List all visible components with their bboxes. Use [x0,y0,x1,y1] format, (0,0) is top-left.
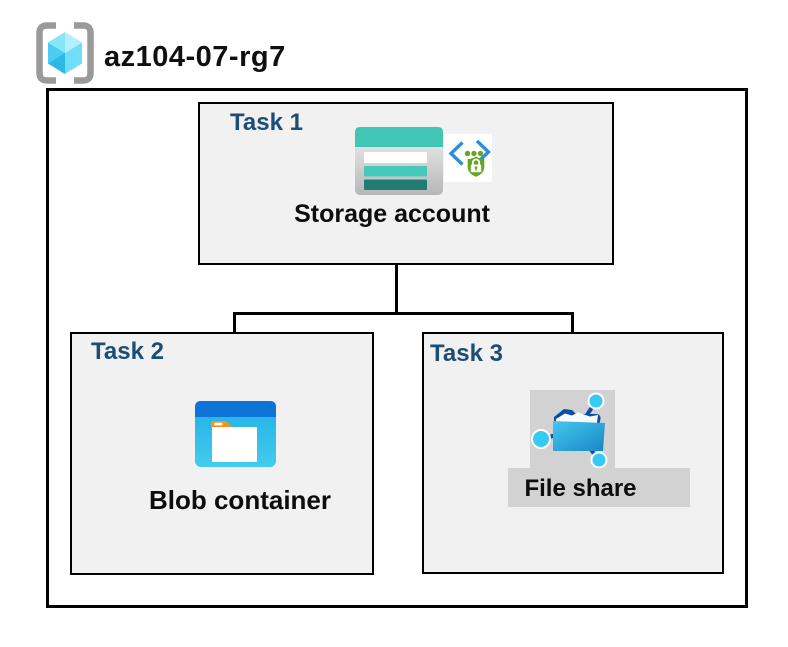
file-share-icon [531,392,608,468]
connector-branch-bar [233,312,574,315]
task-2-label: Task 2 [91,338,164,365]
file-share-label: File share [524,475,637,502]
resource-group-name: az104-07-rg7 [104,41,286,73]
connector-storage-stem [395,232,398,313]
task-1-label: Task 1 [230,109,303,136]
storage-account-icon [355,127,443,195]
file-share-label-backdrop [508,468,690,507]
task-3-label: Task 3 [430,340,503,367]
storage-account-label: Storage account [294,200,490,228]
secure-endpoint-badge-icon [444,134,492,182]
blob-container-label: Blob container [148,485,331,515]
blob-container-icon [195,401,276,467]
resource-group-icon [36,22,94,84]
